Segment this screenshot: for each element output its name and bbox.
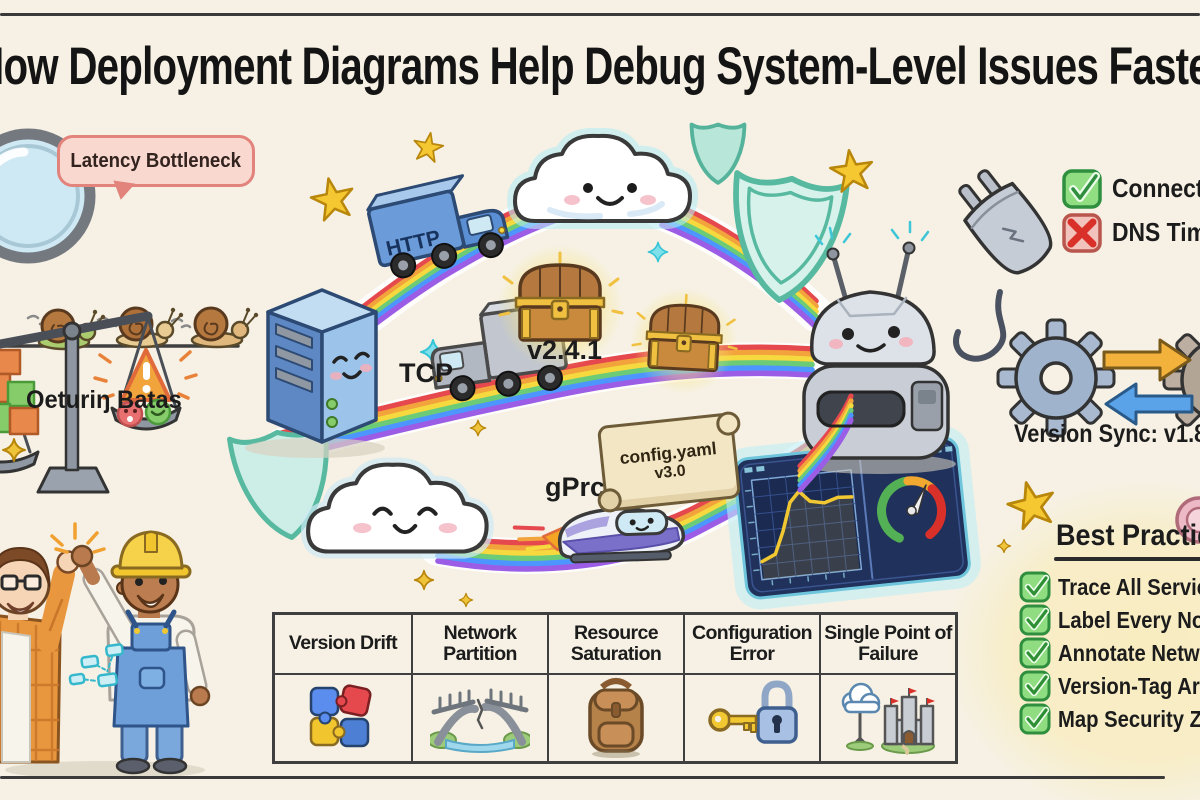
cloud-icon — [507, 127, 698, 229]
snails-caption: Oeturiŋ Batas — [26, 386, 182, 414]
latency-bubble: Latency Bottleneck — [57, 135, 255, 187]
version-sync-label: Version Sync: v1.8 ↔ — [1014, 420, 1200, 448]
backpack-icon — [588, 678, 644, 758]
table-icon-cell — [683, 675, 819, 761]
dns-timeout-label: DNS Timeo — [1112, 217, 1200, 247]
rainbow-into-mouth — [797, 390, 906, 493]
check-icon — [1062, 169, 1102, 209]
table-icon-cell — [411, 675, 547, 761]
http-truck-icon — [366, 174, 510, 279]
best-practices-title: Best Practice — [1056, 519, 1200, 552]
top-rule — [0, 13, 1200, 16]
best-practice-item: Map Security Zo — [1058, 706, 1200, 732]
power-plug-icon — [953, 169, 1053, 362]
balance-scale-icon — [0, 311, 198, 494]
page-title: How Deployment Diagrams Help Debug Syste… — [0, 37, 1200, 96]
train-icon — [512, 507, 685, 564]
treasure-chest-icon — [631, 288, 738, 394]
bottom-rule — [0, 776, 1165, 779]
checkbox-icon — [1019, 571, 1051, 735]
key-lock-icon — [708, 680, 798, 744]
high-five-people — [0, 522, 211, 779]
best-practice-item: Trace All Servic — [1058, 574, 1200, 600]
best-practice-item: Version-Tag Art — [1058, 673, 1200, 699]
rosette-icon — [1175, 496, 1200, 544]
cloud-castle-icon — [841, 682, 935, 756]
failure-mode-table: Version Drift Network Partition Resource… — [272, 612, 958, 764]
best-practice-item: Annotate Netwo — [1058, 640, 1200, 666]
grpc-label: gPrc — [545, 472, 606, 502]
table-header: Version Drift — [275, 615, 411, 675]
table-header: Single Point of Failure — [819, 615, 955, 675]
table-header: Configuration Error — [683, 615, 819, 675]
snail-parade — [0, 306, 259, 351]
table-icon-cell — [819, 675, 955, 761]
config-scroll: config.yaml v3.0 — [596, 412, 742, 512]
shield-icon — [689, 122, 747, 185]
cloud-icon — [300, 457, 494, 559]
broken-bridge-icon — [430, 688, 530, 753]
connectivity-label: Connectiv — [1112, 173, 1200, 203]
server-icon — [245, 288, 385, 458]
table-icon-cell — [275, 675, 411, 761]
gear-icon — [996, 318, 1116, 438]
snail-icon — [190, 306, 259, 349]
scroll-line2: v3.0 — [653, 461, 687, 483]
best-practice-item: Label Every Nod — [1058, 607, 1200, 633]
shield-icon — [733, 170, 850, 303]
network-sketch-icon — [68, 643, 124, 688]
best-practices-underline — [1054, 557, 1200, 561]
table-header: Resource Saturation — [547, 615, 683, 675]
treasure-chest-icon — [498, 245, 624, 369]
tcp-label: TCP — [399, 358, 453, 388]
gauge-icon — [877, 476, 947, 546]
sparkle-icon — [2, 131, 1054, 608]
table-icon-cell — [547, 675, 683, 761]
table-header: Network Partition — [411, 615, 547, 675]
artifact-version-label: v2.4.1 — [527, 335, 603, 365]
cross-icon — [1062, 213, 1102, 253]
latency-bubble-label: Latency Bottleneck — [70, 149, 242, 172]
puzzle-icon — [309, 684, 372, 748]
sync-arrows-icon — [1102, 338, 1194, 426]
